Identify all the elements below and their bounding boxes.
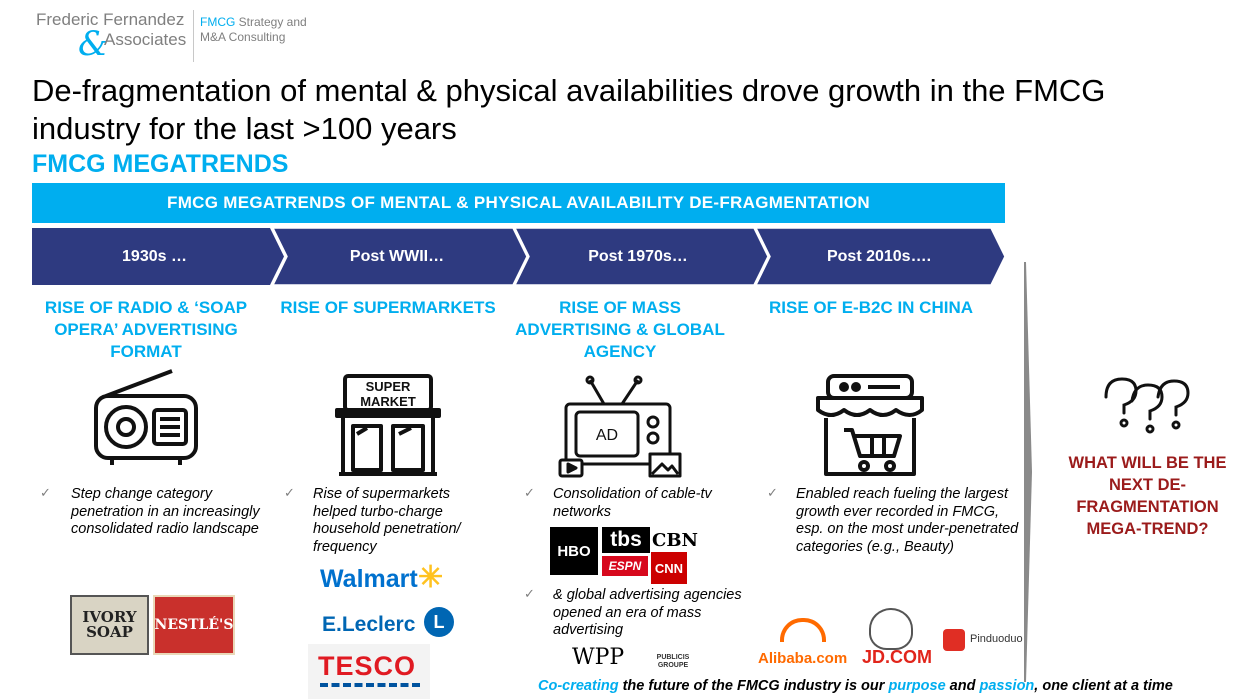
company-name-associates: Associates	[104, 30, 187, 49]
jd-mascot-icon	[869, 608, 913, 650]
question-marks-icon	[1104, 377, 1190, 434]
tesco-logo: TESCO	[318, 651, 417, 681]
wpp-logo: WPP	[572, 645, 625, 670]
alibaba-smile-icon	[780, 618, 826, 642]
supermarket-sign-text: SUPER	[366, 379, 411, 394]
trend-heading-radio: RISE OF RADIO & ‘SOAP OPERA’ ADVERTISING…	[44, 298, 248, 361]
ivory-soap-logo: IVORY SOAP	[70, 595, 149, 655]
company-tagline: FMCG Strategy and M&A Consulting	[200, 15, 307, 45]
era-chevron	[32, 228, 284, 285]
logo-divider	[193, 10, 194, 62]
tv-ad-text: AD	[596, 427, 618, 444]
alibaba-logo: Alibaba.com	[758, 650, 848, 667]
check-icon: ✓	[524, 485, 535, 500]
footer-text: and	[945, 678, 980, 694]
era-timeline: 1930s … Post WWII… Post 1970s… Post 2010…	[32, 228, 1005, 285]
cbn-logo: CBN	[652, 530, 698, 551]
era-chevron	[755, 228, 1005, 285]
check-icon: ✓	[767, 485, 778, 500]
pinduoduo-icon	[943, 629, 965, 651]
era-chevrons	[32, 228, 1005, 285]
jd-logo: JD.COM	[862, 647, 933, 667]
footer-text: , one client at a time	[1034, 678, 1173, 694]
era-chevron	[272, 228, 528, 285]
tagline-highlight: FMCG	[200, 15, 236, 29]
leclerc-logo: E.Leclerc	[322, 613, 416, 636]
footer-highlight: Co-creating	[538, 678, 619, 694]
footer-highlight: passion	[979, 678, 1035, 694]
bullet-text: Consolidation of cable-tv networks	[553, 486, 712, 520]
tv-ad-icon: AD	[558, 375, 682, 478]
future-divider	[1024, 262, 1032, 682]
era-chevron	[514, 228, 769, 285]
bullet-text: Enabled reach fueling the largest growth…	[796, 486, 1019, 555]
online-store-icon	[816, 374, 924, 476]
walmart-spark-icon: ✳	[418, 561, 444, 594]
supermarket-icon: SUPER MARKET	[335, 374, 441, 476]
bullet-text: Rise of supermarkets helped turbo-charge…	[313, 486, 461, 555]
footer-highlight: purpose	[888, 678, 946, 694]
leclerc-emblem-icon: L	[424, 607, 454, 637]
walmart-logo: Walmart	[320, 565, 418, 593]
espn-logo: ESPN	[602, 556, 648, 576]
company-name: Frederic Fernandez	[36, 10, 185, 29]
era-label: 1930s …	[122, 247, 187, 265]
pinduoduo-logo: Pinduoduo	[970, 633, 1023, 645]
next-megatrend-question: WHAT WILL BE THE NEXT DE-FRAGMENTATION M…	[1068, 454, 1227, 538]
era-label: Post 1970s…	[588, 247, 688, 265]
megatrends-banner: FMCG MEGATRENDS OF MENTAL & PHYSICAL AVA…	[32, 183, 1005, 223]
publicis-logo: PUBLICIS GROUPE	[656, 654, 690, 669]
footer-tagline: Co-creating the future of the FMCG indus…	[538, 678, 1173, 694]
bullet-text: & global advertising agencies opened an …	[553, 587, 742, 638]
nestle-logo: NESTLÉ'S	[153, 595, 235, 655]
page-subtitle: FMCG MEGATRENDS	[32, 150, 289, 178]
trend-heading-eb2c: RISE OF E-B2C IN CHINA	[768, 298, 974, 317]
era-label: Post WWII…	[349, 247, 445, 265]
logo-ampersand: &	[78, 24, 109, 64]
check-icon: ✓	[40, 485, 51, 500]
footer-text: the future of the FMCG industry is our	[618, 678, 889, 694]
hbo-logo: HBO	[550, 527, 598, 575]
bullet-text: Step change category penetration in an i…	[71, 486, 260, 537]
tesco-logo-bg	[308, 644, 430, 699]
trend-heading-mass-advertising: RISE OF MASS ADVERTISING & GLOBAL AGENCY	[515, 298, 725, 361]
check-icon: ✓	[284, 485, 295, 500]
era-label: Post 2010s….	[826, 247, 932, 265]
trend-heading-supermarkets: RISE OF SUPERMARKETS	[280, 298, 496, 317]
supermarket-sign-text: MARKET	[360, 394, 416, 409]
radio-icon	[94, 369, 198, 465]
tagline-part: Strategy and	[235, 15, 307, 29]
cnn-logo: CNN	[651, 552, 687, 584]
tagline-part: M&A Consulting	[200, 30, 286, 44]
page-title: De-fragmentation of mental & physical av…	[32, 73, 1106, 146]
check-icon: ✓	[524, 586, 535, 601]
tesco-stripes	[320, 683, 420, 687]
tbs-logo: tbs	[602, 527, 650, 553]
